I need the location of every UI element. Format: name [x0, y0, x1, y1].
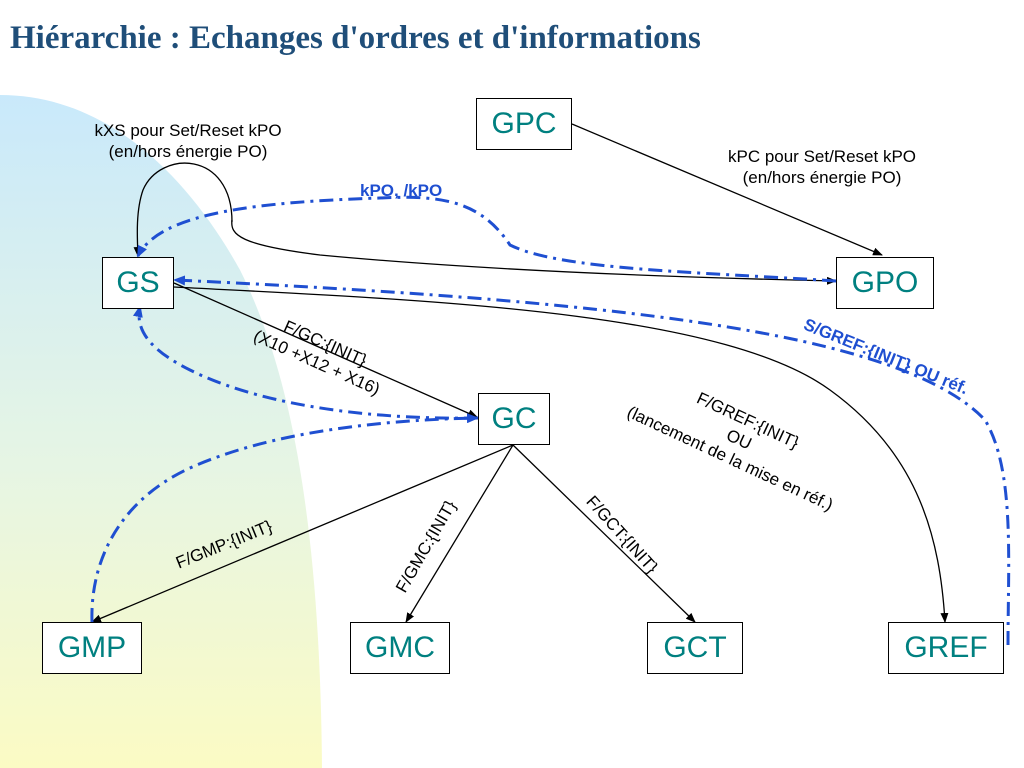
node-gs: GS — [102, 257, 174, 309]
label-kxs: kXS pour Set/Reset kPO (en/hors énergie … — [72, 120, 304, 162]
arrow-gs-loop — [133, 162, 233, 257]
info-gc-to-gs — [132, 305, 479, 420]
arrow-gc-gmc — [405, 444, 514, 623]
node-gct: GCT — [647, 622, 743, 674]
label-kpo: kPO, /kPO — [360, 181, 443, 200]
background-shape — [0, 95, 322, 768]
page-title: Hiérarchie : Echanges d'ordres et d'info… — [10, 20, 701, 56]
node-gc: GC — [478, 393, 550, 445]
label-kpc: kPC pour Set/Reset kPO (en/hors énergie … — [706, 146, 938, 188]
node-gpo: GPO — [836, 257, 934, 309]
arrow-gs-gc — [173, 282, 478, 418]
arrow-gpc-gpo — [571, 123, 883, 256]
order-arrows — [91, 123, 949, 623]
arrow-gc-gct — [512, 444, 696, 623]
info-arrows — [90, 195, 1011, 646]
label-kxs-line2: (en/hors énergie PO) — [108, 142, 268, 161]
arrow-gs-gpo — [231, 219, 837, 285]
arrow-gs-gref — [173, 286, 949, 623]
info-gmp-to-gc — [90, 413, 479, 623]
arrow-gc-gmp — [91, 444, 514, 623]
node-gmc: GMC — [350, 622, 450, 674]
label-kxs-line1: kXS pour Set/Reset kPO — [94, 121, 282, 140]
label-kpc-line1: kPC pour Set/Reset kPO — [727, 147, 917, 166]
node-gref: GREF — [888, 622, 1004, 674]
node-gpc: GPC — [476, 98, 572, 150]
label-kpc-line2: (en/hors énergie PO) — [742, 168, 902, 187]
node-gmp: GMP — [42, 622, 142, 674]
info-gpo-kpo-to-gs — [136, 195, 837, 283]
